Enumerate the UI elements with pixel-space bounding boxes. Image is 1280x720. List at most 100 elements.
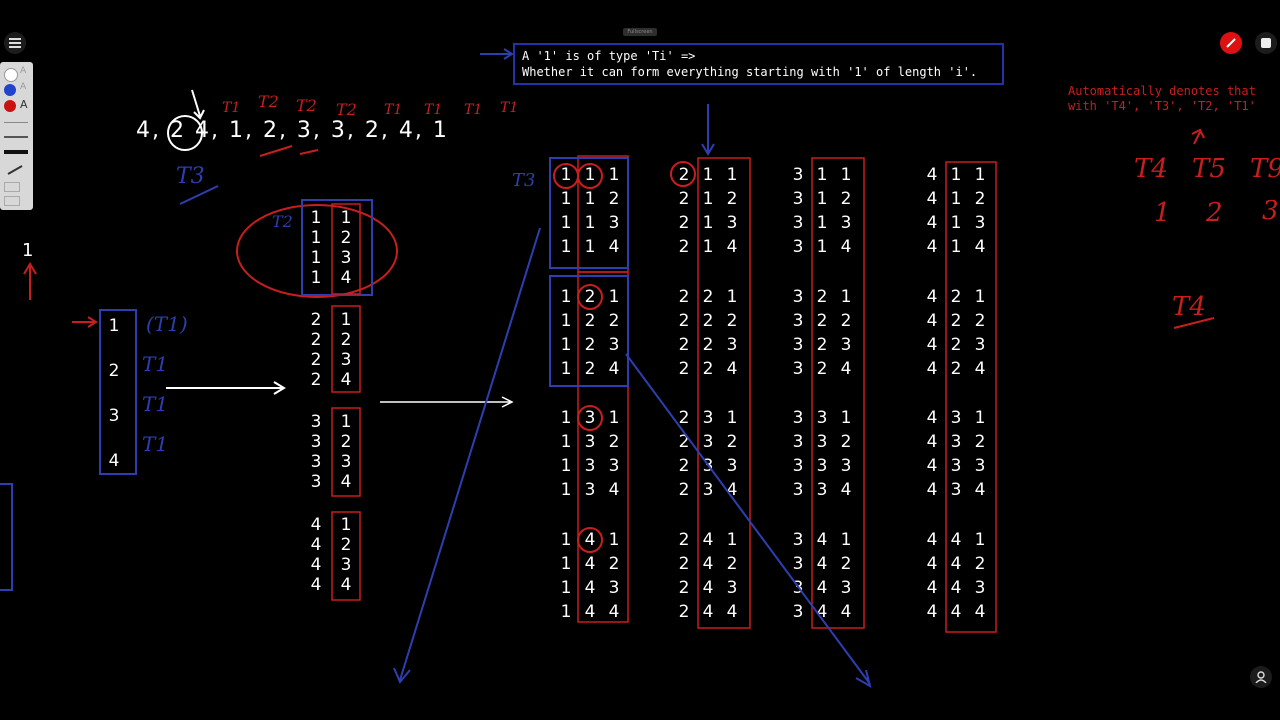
triple-first: 1 [560, 359, 572, 379]
triple-first: 1 [560, 165, 572, 185]
triple-second: 4 [816, 602, 828, 622]
red-digit-ring [577, 527, 603, 553]
right-t4-label: T4 [1172, 292, 1206, 322]
triple-second: 2 [950, 311, 962, 331]
pair-first: 4 [310, 575, 322, 595]
pencil-button[interactable] [1220, 32, 1242, 54]
red-note-line: Automatically denotes that [1068, 84, 1256, 98]
triple-first: 2 [678, 359, 690, 379]
triple-third: 2 [974, 432, 986, 452]
triple-first: 3 [792, 335, 804, 355]
triple-third: 3 [726, 335, 738, 355]
triple-second: 1 [950, 213, 962, 233]
blue-color-swatch[interactable] [4, 84, 16, 96]
triple-second: 4 [816, 554, 828, 574]
pen-tool-icon[interactable] [4, 164, 28, 176]
triple-first: 3 [792, 311, 804, 331]
line-medium-tool[interactable] [4, 136, 28, 138]
user-button[interactable] [1250, 666, 1272, 688]
triple-third: 4 [726, 602, 738, 622]
pair-first: 4 [310, 555, 322, 575]
triple-third: 2 [726, 554, 738, 574]
triple-first: 4 [926, 578, 938, 598]
right-t-label: T5 [1192, 154, 1226, 184]
red-triple-box [811, 157, 865, 629]
red-underline [1173, 317, 1215, 329]
grid-tool-icon[interactable] [4, 196, 20, 206]
white-color-swatch[interactable] [4, 68, 18, 82]
triple-second: 3 [950, 408, 962, 428]
triple-first: 1 [560, 335, 572, 355]
t-label: T2 [258, 92, 279, 111]
menu-button[interactable] [4, 32, 26, 54]
triple-second: 1 [816, 189, 828, 209]
triple-second: 4 [950, 554, 962, 574]
eraser-tool-icon[interactable] [4, 182, 20, 192]
explanation-note: A '1' is of type 'Ti' => Whether it can … [513, 43, 1004, 85]
triple-second: 2 [584, 311, 596, 331]
triple-third: 3 [726, 213, 738, 233]
triple-first: 4 [926, 287, 938, 307]
triple-third: 1 [608, 530, 620, 550]
triple-third: 3 [840, 578, 852, 598]
triple-first: 3 [792, 213, 804, 233]
triple-third: 4 [608, 237, 620, 257]
triple-second: 4 [584, 602, 596, 622]
triple-third: 3 [726, 578, 738, 598]
triple-third: 4 [974, 237, 986, 257]
red-color-swatch[interactable] [4, 100, 16, 112]
triple-first: 3 [792, 480, 804, 500]
triple-second: 4 [702, 530, 714, 550]
fullscreen-chip[interactable]: Fullscreen [623, 28, 657, 36]
red-up-arrow [23, 262, 37, 300]
pair-second: 4 [340, 575, 352, 595]
triple-third: 2 [840, 432, 852, 452]
triple-first: 2 [678, 530, 690, 550]
triple-first: 4 [926, 602, 938, 622]
seq-after: 4, 1, 2, 3, 3, 2, 4, 1 [185, 118, 449, 143]
triple-first: 2 [678, 165, 690, 185]
blue-diagonal-arrow [393, 227, 541, 684]
triple-second: 4 [950, 578, 962, 598]
text-tool-label[interactable]: A [20, 98, 28, 111]
triple-second: 2 [950, 287, 962, 307]
triple-third: 2 [840, 189, 852, 209]
triple-first: 3 [792, 287, 804, 307]
triple-first: 4 [926, 432, 938, 452]
red-triple-box [945, 161, 997, 633]
text-tool-label[interactable]: A [20, 66, 27, 76]
red-digit-ring [577, 284, 603, 310]
triple-second: 2 [816, 359, 828, 379]
triple-second: 1 [584, 237, 596, 257]
circled-two-ring [167, 115, 203, 151]
triple-third: 1 [608, 287, 620, 307]
blue-edge-box [0, 483, 13, 591]
col-t1-label: T1 [142, 432, 169, 456]
triple-first: 4 [926, 456, 938, 476]
triple-first: 1 [560, 408, 572, 428]
input-sequence: 4, 2 4, 1, 2, 3, 3, 2, 4, 1 [136, 118, 449, 143]
triple-second: 4 [816, 530, 828, 550]
line-thick-tool[interactable] [4, 150, 28, 154]
triple-first: 3 [792, 189, 804, 209]
triple-second: 1 [584, 189, 596, 209]
triple-second: 2 [702, 359, 714, 379]
triple-second: 3 [702, 432, 714, 452]
triple-second: 1 [702, 237, 714, 257]
blue-triple-box [549, 157, 629, 269]
red-digit-ring [577, 163, 603, 189]
line-thin-tool[interactable] [4, 122, 28, 123]
triple-first: 2 [678, 554, 690, 574]
triple-third: 1 [974, 530, 986, 550]
triple-second: 3 [702, 480, 714, 500]
triple-first: 4 [926, 165, 938, 185]
triple-third: 3 [608, 578, 620, 598]
triple-second: 2 [950, 359, 962, 379]
triple-third: 4 [726, 237, 738, 257]
triple-second: 4 [950, 530, 962, 550]
pair-second: 2 [340, 432, 352, 452]
sticky-note-button[interactable] [1255, 32, 1277, 54]
text-tool-label[interactable]: A [20, 82, 27, 92]
triple-first: 1 [560, 213, 572, 233]
triple-first: 4 [926, 359, 938, 379]
